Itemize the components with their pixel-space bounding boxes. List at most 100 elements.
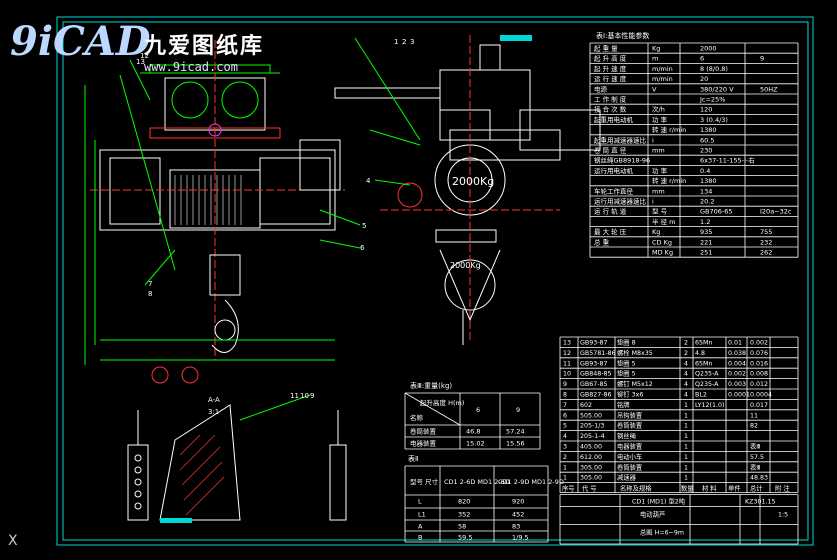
table1-unit: i [652,136,654,144]
bom-name: 卷筒装置 [617,421,642,430]
table1-value: 2000 [700,45,717,53]
table1-grid [589,42,799,258]
bom-qty: 1 [684,402,688,409]
table3-row-6: 46.8 [466,428,480,436]
table2-grid [404,465,549,543]
bom-total-weight: 11 [750,412,758,419]
table2-title: 表Ⅱ [408,454,418,463]
bom-index: 8 [563,392,567,399]
table2-header-9d: CD1 2-9D MD1 2-9D [498,478,564,486]
bom-code: 602 [580,402,592,409]
side-view [299,35,601,345]
table1-label: 起 重 量 [594,45,618,53]
bom-code: GB93-87 [580,340,608,347]
table1-unit: 次/h [652,105,665,114]
table1-value: 380/220 V [700,85,734,93]
bom-code: 505.00 [580,412,602,419]
table1-unit: m/min [652,75,673,83]
table3-corner: 名称 [410,413,424,422]
table3-title: 表Ⅲ:重量(kg) [410,381,452,390]
front-view [84,40,361,384]
bom-total-weight: 82 [750,423,758,430]
table3-row-label: 卷筒装置 [410,427,437,436]
table1-unit: Kg [652,45,660,53]
bom-name: 钢丝绳 [617,431,637,440]
bom-unit-weight: 0.0001 [728,392,750,399]
bom-code: GB5781-86 [580,350,616,357]
table1-value: 20.2 [700,198,714,206]
table1-label: 运行用减速器速比 [594,197,647,206]
bom-unit-weight: 0.002 [728,371,746,378]
bom-code: 612.00 [580,454,602,461]
bom-total-weight: 0.002 [750,340,768,347]
table1-value: Jc=25% [699,96,725,104]
bom-code: GB848-85 [580,371,612,378]
bom-material: Q235-A [695,371,719,378]
table1-unit: 转 速 r/min [652,125,686,134]
bom-total-weight: 0.012 [750,381,768,388]
bom-material: Q235-A [695,381,719,388]
table1-value: 1380 [700,177,717,185]
callout-number: 10 [300,392,309,400]
bom-name: 电动小车 [617,452,642,461]
table3-row-9: 15.56 [506,440,525,448]
table2-row-6d: 58 [458,523,466,531]
bom-total-weight: 0.016 [750,360,768,367]
table1-value: 20 [700,75,708,83]
table1-label: 工 作 制 度 [594,95,627,104]
bom-total-weight: 0.008 [750,371,768,378]
bom-unit-weight: 0.01 [728,340,742,347]
bom-code: GB827-86 [580,392,612,399]
table2-row-label: L [418,498,422,506]
table1-label: 最 大 轮 压 [594,227,627,236]
table1-label: 起 升 高 度 [594,54,627,63]
inner-border [62,21,809,541]
bom-qty: 4 [684,392,688,399]
bom-material: LY12(1.0) [695,402,724,409]
table3-row-9: 57.24 [506,428,525,436]
bom-name: 垫圈 5 [617,369,636,378]
table1-value2: 9 [760,55,764,63]
table2-row-6d: 820 [458,498,470,506]
table1-value: 1.2 [700,218,710,226]
bom-qty: 2 [684,350,688,357]
table1-label: 运 行 轨 道 [594,207,627,216]
callout-number: 7 [148,280,152,288]
bom-footer-header: 数量 [681,484,694,493]
table1-value2: 50HZ [760,85,778,93]
bom-qty: 1 [684,433,688,440]
title-block-sub: 电动葫芦 [640,510,665,519]
callout-number: 1 [394,38,398,46]
bom-qty: 4 [684,381,688,388]
bom-total-weight: 0.076 [750,350,768,357]
logo-chinese-text: 九爱图纸库 [144,34,265,59]
table1-value: 221 [700,238,712,246]
table1-unit: 功 率 [652,166,668,175]
table1-unit: CD Kg [652,238,672,246]
bom-index: 1 [563,475,567,482]
table1-label: 总 重 [594,237,610,246]
bom-total-weight: 57.5 [750,454,764,461]
table3-header-9: 9 [516,406,520,414]
callout-number: 11 [290,392,299,400]
bom-qty: 1 [684,464,688,471]
bom-index: 4 [563,433,567,440]
table1-value: 6 [700,55,704,63]
table1-unit: i [652,198,654,206]
table1-value: 8 (8/0.8) [700,65,728,73]
bom-material: 65Mn [695,340,712,347]
callout-number: 5 [362,222,366,230]
table1-unit: m/min [652,65,673,73]
bom-qty: 1 [684,423,688,430]
table1-value2: 232 [760,238,772,246]
table1-unit: Kg [652,228,660,236]
bom-index: 13 [563,340,571,347]
bom-name: 电器装置 [617,442,642,451]
bom-index: 11 [563,360,571,367]
callout-number: 9 [310,392,314,400]
table2-row-9d: 452 [512,511,524,519]
